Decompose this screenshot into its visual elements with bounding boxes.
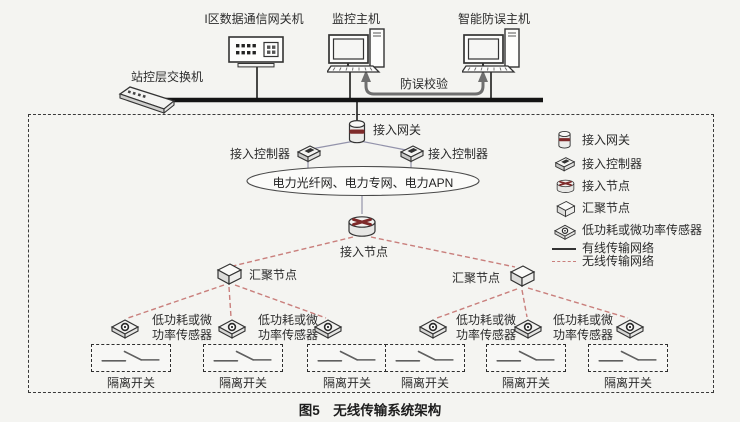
legend-wired-line-sample (552, 248, 576, 250)
label-smart-anti-error-host: 智能防误主机 (457, 12, 531, 26)
sensor-icon-2 (217, 317, 247, 339)
knife-switch-icon (386, 345, 464, 371)
sensor-label-line1: 低功耗或微 (151, 313, 213, 327)
link-gateway-controller-left (310, 140, 356, 150)
label-sensor-3: 低功耗或微 功率传感器 (456, 313, 516, 343)
access-controller-right-icon (399, 144, 425, 163)
arrowhead-left (361, 70, 371, 82)
knife-switch-icon (204, 345, 282, 371)
label-access-controller-left: 接入控制器 (230, 147, 291, 161)
anti-error-host-icon (462, 27, 522, 73)
wl-aggL-sensor2 (228, 286, 232, 318)
label-access-gateway: 接入网关 (373, 123, 422, 137)
wl-aggL-sensor3 (234, 284, 327, 319)
label-station-switch: 站控层交换机 (130, 70, 204, 84)
figure-caption: 图5 无线传输系统架构 (298, 403, 442, 418)
sensor-label-line2: 功率传感器 (257, 328, 319, 342)
sensor-icon-5 (513, 317, 543, 339)
label-isolation-1: 隔离开关 (106, 376, 156, 390)
sensor-label-line1: 低功耗或微 (257, 313, 319, 327)
sensor-icon-6 (615, 317, 645, 339)
legend-label-wireless: 无线传输网络 (582, 254, 655, 268)
label-aggregation-left: 汇聚节点 (249, 268, 298, 282)
legend-label-access-node: 接入节点 (582, 179, 631, 193)
legend-access-gateway-icon (557, 130, 572, 150)
label-isolation-4: 隔离开关 (400, 376, 450, 390)
sensor-label-line1: 低功耗或微 (552, 313, 614, 327)
isolation-switch-box-6 (588, 344, 668, 372)
legend-label-access-gateway: 接入网关 (582, 133, 631, 147)
anti-error-check-arrow (364, 80, 485, 96)
sensor-icon-4 (418, 317, 448, 339)
label-isolation-5: 隔离开关 (501, 376, 551, 390)
knife-switch-icon (487, 345, 565, 371)
label-zone1-gateway-machine: I区数据通信网关机 (204, 12, 304, 26)
sensor-icon-1 (110, 317, 140, 339)
label-monitor-host: 监控主机 (331, 12, 381, 26)
label-sensor-2: 低功耗或微 功率传感器 (258, 313, 318, 343)
wl-aggR-sensor2 (521, 289, 528, 318)
legend-aggregation-node-icon (555, 200, 576, 218)
label-sensor-1: 低功耗或微 功率传感器 (152, 313, 212, 343)
monitor-host-icon (327, 27, 387, 73)
legend-label-wired: 有线传输网络 (582, 241, 655, 255)
gateway-machine-icon (228, 36, 284, 70)
label-isolation-3: 隔离开关 (322, 376, 372, 390)
knife-switch-icon (308, 345, 386, 371)
station-switch-icon (114, 84, 178, 114)
arrowhead-right (478, 70, 488, 82)
legend-sensor-icon (553, 223, 577, 240)
wl-aggR-sensor3 (527, 287, 629, 319)
label-access-node: 接入节点 (339, 245, 389, 259)
isolation-switch-box-1 (91, 344, 171, 372)
isolation-switch-box-2 (203, 344, 283, 372)
legend-access-controller-icon (554, 156, 576, 172)
isolation-switch-box-3 (307, 344, 387, 372)
legend-label-access-controller: 接入控制器 (582, 157, 643, 171)
sensor-label-line2: 功率传感器 (455, 328, 517, 342)
aggregation-node-left-icon (215, 262, 243, 286)
isolation-switch-box-4 (385, 344, 465, 372)
legend-label-sensor: 低功耗或微功率传感器 (582, 223, 703, 237)
access-node-icon (346, 212, 378, 240)
label-anti-error-check: 防误校验 (399, 77, 449, 91)
knife-switch-icon (589, 345, 667, 371)
label-access-controller-right: 接入控制器 (428, 147, 489, 161)
access-gateway-icon (347, 119, 367, 145)
access-controller-left-icon (296, 144, 322, 163)
label-isolation-6: 隔离开关 (603, 376, 653, 390)
legend-label-aggregation-node: 汇聚节点 (582, 201, 631, 215)
wl-node-agg-right (370, 236, 516, 268)
legend-wireless-line-sample (552, 261, 576, 262)
wl-node-agg-left (232, 236, 354, 267)
aggregation-node-right-icon (508, 264, 536, 288)
sensor-icon-3 (313, 317, 343, 339)
sensor-label-line1: 低功耗或微 (455, 313, 517, 327)
label-sensor-4: 低功耗或微 功率传感器 (553, 313, 613, 343)
label-power-networks-cloud: 电力光纤网、电力专网、电力APN (272, 176, 454, 190)
knife-switch-icon (92, 345, 170, 371)
power-network-cloud (246, 165, 480, 197)
legend-access-node-icon (555, 177, 576, 195)
isolation-switch-box-5 (486, 344, 566, 372)
label-isolation-2: 隔离开关 (218, 376, 268, 390)
sensor-label-line2: 功率传感器 (151, 328, 213, 342)
wl-aggR-sensor1 (436, 288, 518, 319)
link-gateway-controller-right (359, 140, 407, 151)
wl-aggL-sensor1 (127, 284, 225, 319)
sensor-label-line2: 功率传感器 (552, 328, 614, 342)
label-aggregation-right: 汇聚节点 (452, 271, 501, 285)
wireless-system-boundary-box (28, 114, 714, 393)
